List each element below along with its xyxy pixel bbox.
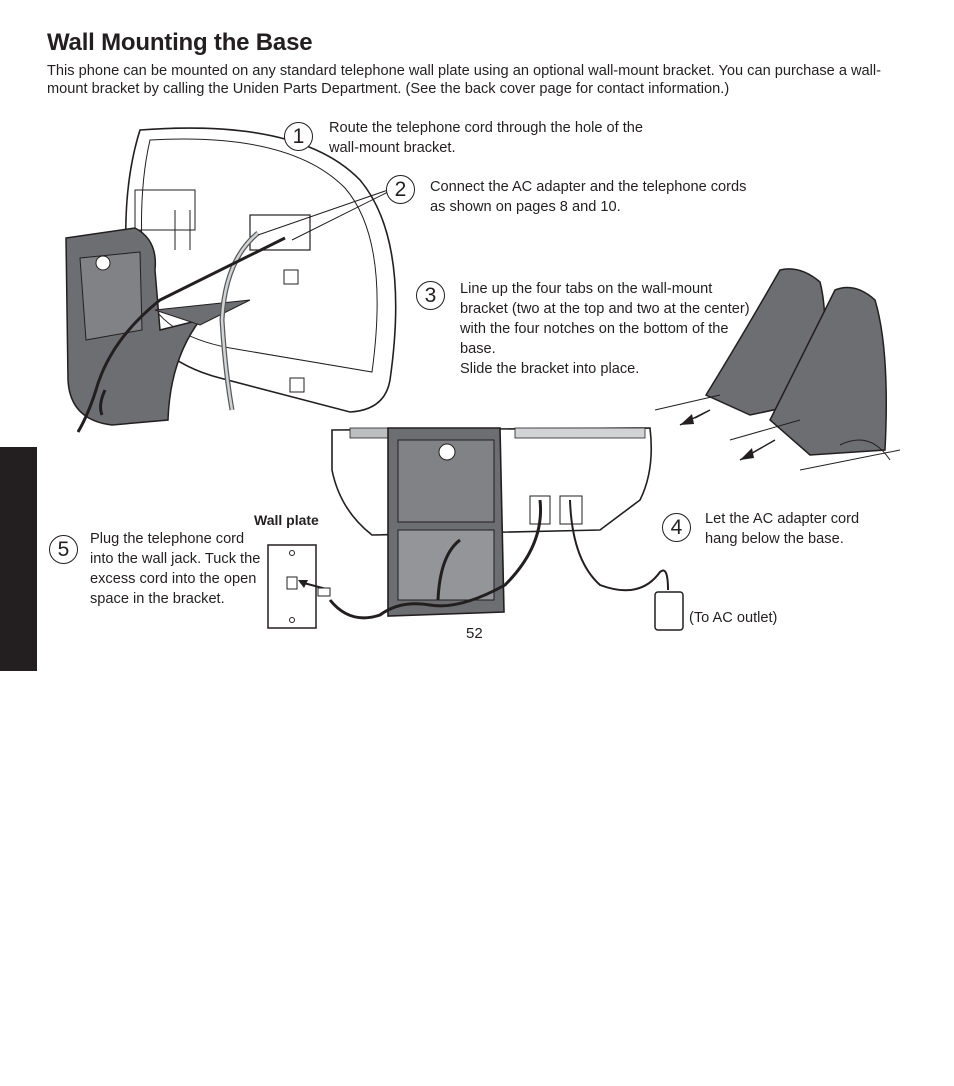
section-side-tab: Wall Mounting the Base [0, 447, 37, 1086]
bracket-slide-figure [654, 268, 901, 471]
step-3-text: Line up the four tabs on the wall-mount … [460, 279, 760, 379]
step-3-text-main: Line up the four tabs on the wall-mount … [460, 281, 750, 357]
step-2-number: 2 [386, 175, 415, 204]
step-4-number: 4 [662, 513, 691, 542]
step-4-text: Let the AC adapter cord hang below the b… [705, 511, 860, 547]
mounted-base-figure [328, 427, 684, 631]
wall-plate-label: Wall plate [254, 512, 319, 528]
page-title: Wall Mounting the Base [47, 29, 313, 56]
step-3-text-slide: Slide the bracket into place. [460, 361, 640, 377]
section-side-tab-label: Wall Mounting the Base [10, 927, 26, 1086]
step-5-number: 5 [49, 535, 78, 564]
step-2-text: Connect the AC adapter and the telephone… [430, 179, 747, 215]
step-1-text: Route the telephone cord through the hol… [329, 120, 644, 156]
step-1-number: 1 [284, 122, 313, 151]
intro-paragraph: This phone can be mounted on any standar… [47, 63, 882, 97]
step-5-text: Plug the telephone cord into the wall ja… [90, 531, 261, 607]
wall-plate-figure [267, 544, 331, 629]
ac-outlet-label: (To AC outlet) [689, 610, 778, 626]
wall-mount-illustration [65, 127, 901, 631]
step-3-number: 3 [416, 281, 445, 310]
page-number: 52 [466, 625, 483, 642]
phone-base-back-figure [65, 127, 397, 433]
